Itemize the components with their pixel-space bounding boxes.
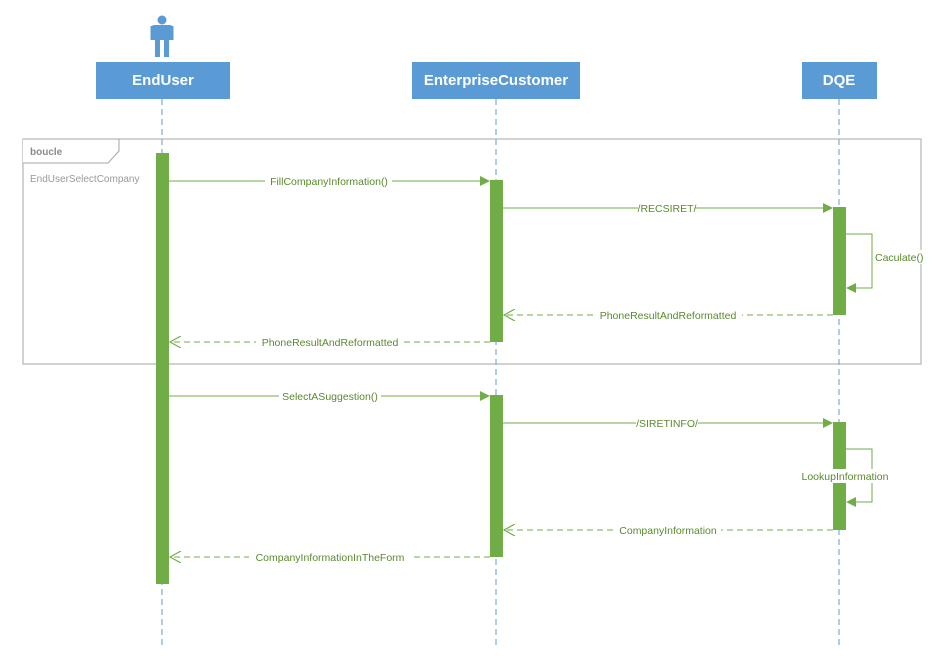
message-label: PhoneResultAndReformatted bbox=[262, 337, 399, 349]
message-select-a-suggestion: SelectASuggestion() bbox=[169, 389, 490, 403]
message-phone-result-enterprise: PhoneResultAndReformatted bbox=[170, 335, 490, 349]
message-company-information-in-the-form: CompanyInformationInTheForm bbox=[170, 550, 490, 564]
activation-enterprisecustomer-1 bbox=[490, 180, 503, 342]
participant-label: EnterpriseCustomer bbox=[424, 72, 568, 89]
message-recsiret: /RECSIRET/ bbox=[503, 201, 833, 215]
message-label: SelectASuggestion() bbox=[282, 391, 378, 403]
message-company-information: CompanyInformation bbox=[504, 523, 833, 537]
participant-enduser[interactable]: EndUser bbox=[96, 62, 230, 99]
message-label: /RECSIRET/ bbox=[638, 203, 697, 215]
message-label: /SIRETINFO/ bbox=[636, 418, 698, 430]
activation-dqe-1 bbox=[833, 207, 846, 315]
participant-dqe[interactable]: DQE bbox=[802, 62, 877, 99]
participant-label: EndUser bbox=[132, 72, 194, 89]
message-label: CompanyInformationInTheForm bbox=[256, 552, 405, 564]
participant-enterprisecustomer[interactable]: EnterpriseCustomer bbox=[412, 62, 580, 99]
frame-guard: EndUserSelectCompany bbox=[30, 174, 140, 185]
participant-label: DQE bbox=[823, 72, 856, 89]
message-phone-result-dqe: PhoneResultAndReformatted bbox=[504, 308, 833, 322]
activation-enduser bbox=[156, 153, 169, 584]
message-label: LookupInformation bbox=[802, 471, 889, 483]
message-caculate: Caculate() bbox=[846, 233, 924, 293]
message-label: FillCompanyInformation() bbox=[270, 176, 388, 188]
frame-label: boucle bbox=[30, 147, 63, 158]
message-label: CompanyInformation bbox=[619, 525, 717, 537]
activation-enterprisecustomer-2 bbox=[490, 395, 503, 557]
message-siretinfo: /SIRETINFO/ bbox=[503, 416, 833, 430]
message-label: Caculate() bbox=[875, 252, 923, 264]
message-lookup-information: LookupInformation bbox=[798, 448, 892, 507]
message-label: PhoneResultAndReformatted bbox=[600, 310, 737, 322]
actor-icon bbox=[150, 15, 174, 57]
message-fill-company-information: FillCompanyInformation() bbox=[169, 174, 490, 188]
